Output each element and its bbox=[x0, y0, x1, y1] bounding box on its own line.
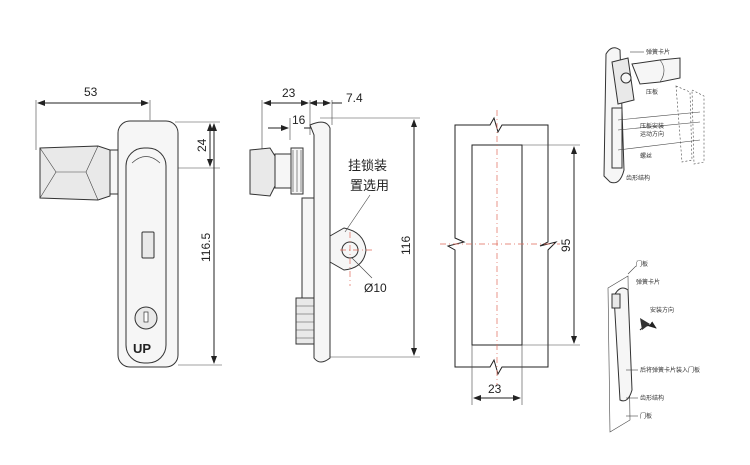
iso-bottom-illustration: 门板 弹簧卡片 安装方向 后将弹簧卡片装入门板 齿形结构 门板 bbox=[607, 260, 700, 433]
padlock-note-line2: 置选用 bbox=[350, 179, 389, 194]
iso-bottom-label-6: 门板 bbox=[640, 412, 652, 420]
iso-bottom-label-1: 门板 bbox=[636, 260, 648, 268]
dim-24-label: 24 bbox=[195, 138, 209, 152]
side-knob bbox=[249, 147, 304, 197]
dim-116-5-label: 116.5 bbox=[199, 233, 213, 262]
iso-bottom-label-2: 弹簧卡片 bbox=[636, 278, 660, 286]
dim-23-label: 23 bbox=[282, 86, 296, 100]
side-view: 23 7.4 16 116 bbox=[249, 86, 420, 363]
iso-top-label-5: 螺丝 bbox=[640, 152, 652, 160]
iso-top-label-3: 压板安装 bbox=[640, 122, 664, 130]
up-label: UP bbox=[133, 341, 151, 356]
iso-top-label-4: 运动方向 bbox=[640, 130, 664, 138]
iso-top-illustration: 弹簧卡片 压板 压板安装 运动方向 螺丝 齿形结构 bbox=[603, 47, 705, 184]
iso-top-label-6: 齿形结构 bbox=[626, 174, 650, 182]
padlock-eye bbox=[329, 227, 372, 286]
dim-116-label: 116 bbox=[399, 236, 413, 255]
dim-7-4-label: 7.4 bbox=[346, 91, 363, 105]
handle-knob bbox=[39, 145, 125, 201]
iso-top-label-1: 弹簧卡片 bbox=[646, 48, 670, 56]
front-view: 53 24 116.5 UP bbox=[35, 85, 222, 368]
dim-hole-dia-label: Ø10 bbox=[364, 281, 387, 295]
iso-bottom-label-5: 齿形结构 bbox=[640, 394, 664, 402]
dim-16-label: 16 bbox=[292, 113, 306, 127]
front-body: UP bbox=[117, 120, 179, 368]
padlock-slot bbox=[141, 231, 155, 259]
iso-bottom-label-4: 后将弹簧卡片装入门板 bbox=[640, 366, 700, 374]
cutout-view: 95 23 bbox=[440, 110, 580, 405]
side-plate bbox=[295, 121, 331, 363]
dim-95-label: 95 bbox=[559, 238, 573, 252]
iso-top-label-2: 压板 bbox=[646, 88, 658, 96]
iso-bottom-label-3: 安装方向 bbox=[650, 306, 674, 314]
padlock-note-line1: 挂锁装 bbox=[348, 158, 387, 174]
dim-53-label: 53 bbox=[84, 85, 98, 99]
dim-23-bottom-label: 23 bbox=[488, 382, 502, 396]
